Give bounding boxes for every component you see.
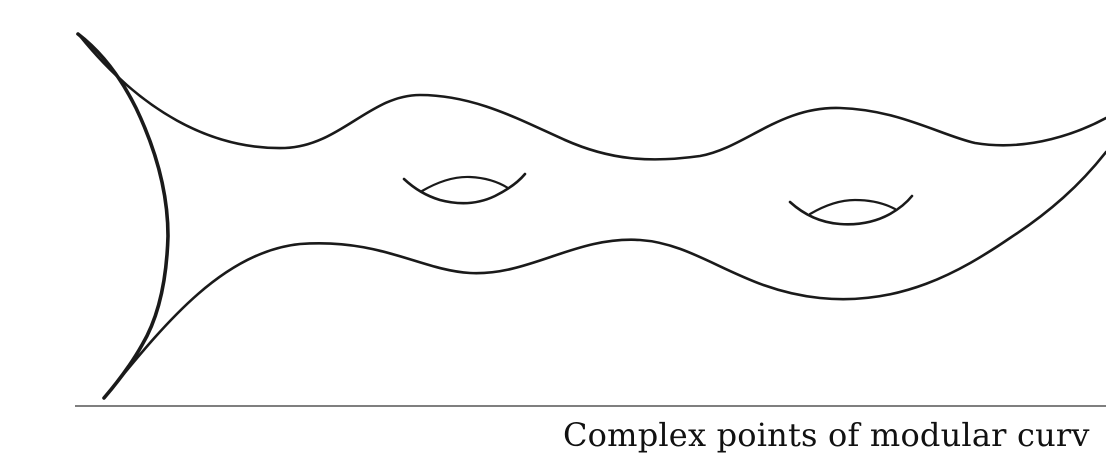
cusp-left-edge (76, 32, 170, 400)
handle-2-upper-arc (808, 198, 897, 216)
figure-caption: Complex points of modular curv (563, 416, 1090, 454)
bottom-boundary-curve (102, 150, 1106, 400)
handle-1-lower-arc (402, 172, 527, 205)
handle-2-lower-arc (788, 194, 914, 226)
top-boundary-curve (78, 34, 1106, 161)
handle-1-upper-arc (420, 175, 510, 193)
